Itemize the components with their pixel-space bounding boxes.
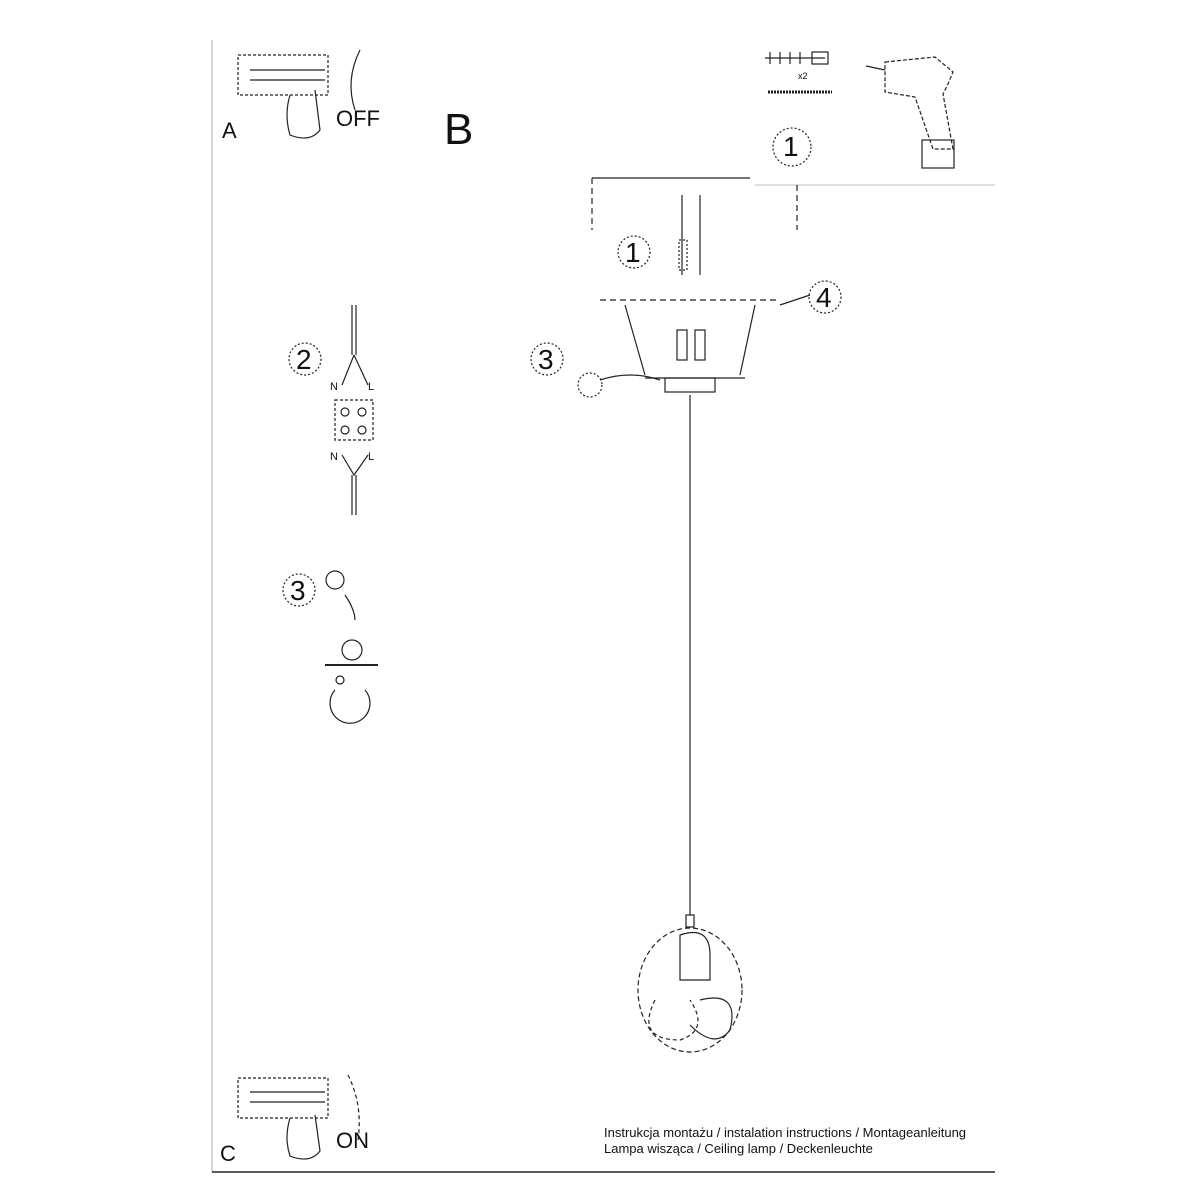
screws-icon [765, 51, 832, 94]
callout-b-4: 4 [816, 282, 832, 313]
drill-icon [865, 56, 955, 169]
switch-on-label: ON [336, 1128, 369, 1153]
callout-side-2: 2 [296, 344, 312, 375]
step-b-label: B [444, 105, 474, 154]
callout-side-3: 3 [290, 575, 306, 606]
switch-off-icon [237, 49, 361, 139]
switch-on-icon [237, 1074, 360, 1160]
screws-quantity: x2 [798, 71, 808, 81]
wire-neutral-bottom: N [330, 451, 338, 463]
wire-neutral-top: N [330, 381, 338, 393]
step-c-label: C [220, 1141, 236, 1166]
wire-live-top: L [368, 381, 375, 393]
callout-b-3: 3 [538, 344, 554, 375]
callout-b-1: 1 [625, 237, 641, 268]
callout-tools-1: 1 [783, 131, 799, 162]
switch-off-label: OFF [336, 106, 380, 131]
ceiling-mount-drawing [577, 177, 811, 398]
lamp-shade-drawing [637, 914, 743, 1053]
footer-title: Instrukcja montażu / instalation instruc… [604, 1125, 967, 1140]
wire-live-bottom: L [368, 451, 375, 463]
step-a-label: A [222, 118, 237, 143]
footer-subtitle: Lampa wisząca / Ceiling lamp / Deckenleu… [604, 1141, 873, 1156]
wiring-connector-icon [334, 305, 374, 515]
ground-screw-icon [325, 570, 378, 724]
